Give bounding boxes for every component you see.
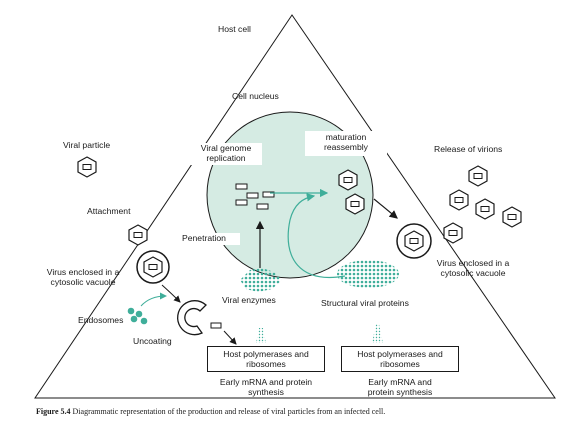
enzyme-synthesis-cone [256,328,266,343]
left-vacuole [136,250,170,284]
virus-enclosed-right-line-1: Virus enclosed in a [436,258,510,268]
released-virion-icon [502,206,522,228]
penetration-text: Penetration [182,233,226,243]
host-poly-right-line-1: Host polymerases and [357,349,443,359]
viral-particle-icon [77,156,97,178]
maturation-line: maturation [325,132,367,142]
virus-enclosed-right-label: Virus enclosed in a cytosolic vacuole [428,258,518,278]
attachment-label: Attachment [87,206,131,216]
uncoating-capsid [177,300,207,336]
host-cell-label: Host cell [218,24,251,34]
released-virion-icon [449,189,469,211]
host-poly-left-line-2: ribosomes [246,359,286,369]
host-polymerases-box-left: Host polymerases and ribosomes [207,346,325,372]
cell-nucleus-label: Cell nucleus [232,91,279,101]
figure-caption: Figure 5.4 Diagrammatic representation o… [36,407,385,416]
uncoating-label: Uncoating [133,336,172,346]
early-mrna-right-label: Early mRNA and protein synthesis [341,377,459,397]
arrow-genome-to-host [223,330,237,345]
host-cell-triangle [34,14,556,399]
viral-enzymes-cluster [240,268,282,292]
viral-particle-label: Viral particle [63,140,111,150]
attaching-virus-icon [128,224,148,246]
virus-enclosed-right-line-2: cytosolic vacuole [440,268,506,278]
caption-text: Diagrammatic representation of the produ… [72,407,386,416]
early-mrna-left-line-1: Early mRNA and protein [219,377,313,387]
host-polymerases-box-right: Host polymerases and ribosomes [341,346,459,372]
arrow-structural-proteins [287,193,346,278]
released-virion-icon [443,222,463,244]
release-of-virions-label: Release of virions [434,144,503,154]
viral-genome-replication-line-2: replication [206,153,246,163]
assembled-virion-icon [345,193,365,215]
viral-enzymes-label: Viral enzymes [222,295,276,305]
host-poly-right-line-2: ribosomes [380,359,420,369]
released-genome [210,322,222,329]
arrow-vacuole-to-uncoating [161,284,181,303]
released-virion-icon [468,165,488,187]
reassembly-line: reassembly [324,142,368,152]
host-poly-left-line-1: Host polymerases and [223,349,309,359]
viral-genome-replication-line-1: Viral genome [200,143,252,153]
endosome-dots [127,307,148,325]
structural-proteins-cluster [337,260,399,288]
right-vacuole [396,223,432,259]
early-mrna-left-line-2: synthesis [248,387,284,397]
endosomes-label: Endosomes [78,315,124,325]
maturation-reassembly-label: maturation reassembly [305,131,387,156]
virus-enclosed-left-line-1: Virus enclosed in a [46,267,120,277]
assembled-virion-icon [338,169,358,191]
early-mrna-left-label: Early mRNA and protein synthesis [207,377,325,397]
early-mrna-right-line-2: protein synthesis [367,387,433,397]
virus-enclosed-left-line-2: cytosolic vacuole [50,277,116,287]
viral-genome-replication-label: Viral genome replication [190,143,262,165]
arrow-endosomes [140,292,167,307]
early-mrna-right-line-1: Early mRNA and [368,377,432,387]
arrow-to-exit-vacuole [373,198,398,219]
virus-enclosed-left-label: Virus enclosed in a cytosolic vacuole [38,267,128,287]
penetration-label: Penetration [180,233,240,245]
released-virion-icon [475,198,495,220]
viral-genome-copies [235,183,275,210]
structural-synthesis-cone [372,324,383,343]
figure-number: Figure 5.4 [36,407,71,416]
structural-viral-proteins-label: Structural viral proteins [321,298,409,308]
